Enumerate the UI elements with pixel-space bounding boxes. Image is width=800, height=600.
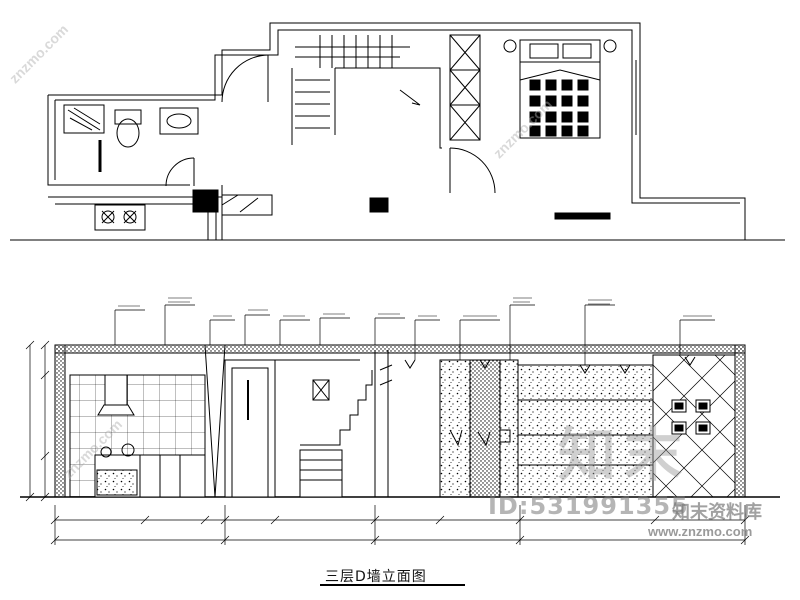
- watermark-site: www.znzmo.com: [648, 524, 753, 539]
- watermark-library: 知末资料库: [672, 502, 762, 523]
- stair-treads: [295, 35, 393, 129]
- headboard: [519, 39, 601, 63]
- pillar: [207, 211, 217, 241]
- spotlights: [404, 356, 696, 374]
- elevation: [20, 297, 780, 586]
- drawing-title: 三层D墙立面图: [325, 569, 427, 585]
- toilet-bowl: [116, 118, 140, 148]
- column: [192, 189, 219, 213]
- annotation-text-stubs: [118, 297, 712, 317]
- annotation-leaders: [114, 304, 715, 365]
- floor-plan: [10, 22, 785, 241]
- wash-basin: [159, 107, 199, 135]
- wardrobe: [449, 34, 481, 141]
- feature-wall: [517, 364, 654, 498]
- bed: [519, 61, 601, 139]
- diamond-panel: [652, 354, 736, 498]
- door-swing: [449, 147, 496, 194]
- stone-panel: [439, 359, 471, 498]
- stove: [94, 204, 146, 231]
- toilet-tank: [114, 109, 142, 125]
- vertical-dimensions: [25, 340, 50, 502]
- outer-wall-inner: [55, 29, 740, 204]
- horizontal-dimensions: [50, 505, 750, 545]
- stair-profile: [300, 370, 373, 446]
- column: [369, 197, 389, 213]
- door-swing: [221, 54, 269, 103]
- wall-art: [312, 379, 330, 401]
- door-swing: [165, 157, 195, 187]
- watermark-logo: 知末: [558, 421, 691, 489]
- tv-cabinet: [554, 212, 611, 220]
- stone-panel: [469, 359, 501, 498]
- watermark-id: ID:531991355: [488, 492, 689, 520]
- outer-wall: [48, 22, 746, 240]
- door-panel: [224, 359, 276, 498]
- bed-grid: [529, 79, 589, 137]
- shower: [63, 104, 105, 134]
